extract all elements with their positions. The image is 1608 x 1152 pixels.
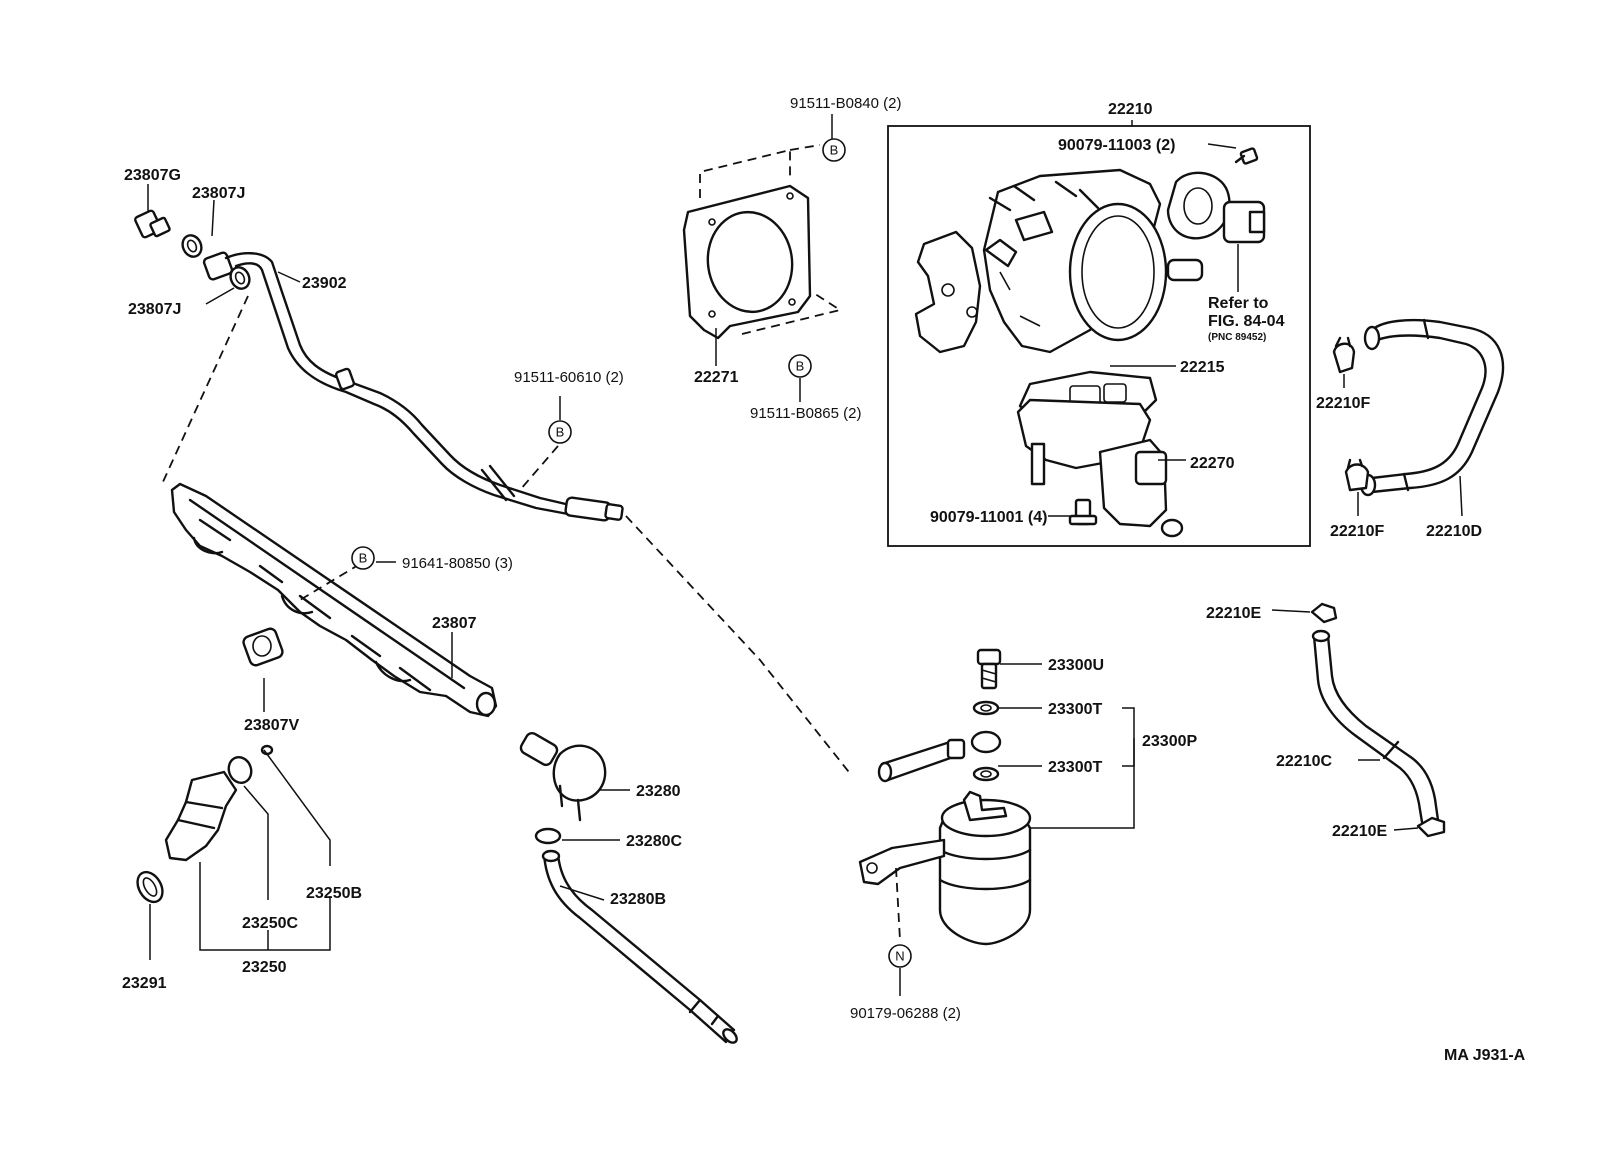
part-22210e-clip-bottom xyxy=(1416,816,1446,838)
label-23300t-bottom: 23300T xyxy=(1048,759,1102,776)
label-22210f-bottom: 22210F xyxy=(1330,523,1384,540)
label-90079-11003: 90079-11003 (2) xyxy=(1058,137,1175,154)
label-90179-06288: 90179-06288 (2) xyxy=(850,1005,961,1022)
part-23250b-o-ring xyxy=(260,744,274,756)
dash-bolt-b-delivery xyxy=(299,563,361,601)
svg-text:N: N xyxy=(895,949,904,964)
label-23807g: 23807G xyxy=(124,167,181,184)
part-23807v-pulsation-damper xyxy=(242,627,284,667)
label-23291: 23291 xyxy=(122,975,167,992)
bolt-symbol-b-91641-80850: B xyxy=(351,546,375,570)
bolt-symbol-n-90179-06288: N xyxy=(888,944,912,968)
label-23250: 23250 xyxy=(242,959,287,976)
bolt-symbol-b-91511-60610: B xyxy=(548,420,572,444)
dash-pipe-to-delivery xyxy=(161,295,249,485)
part-23300p-fuel-filter xyxy=(858,790,1032,946)
part-23250-fuel-injector xyxy=(164,770,238,862)
part-90079-11003-screw xyxy=(1234,147,1259,165)
svg-text:B: B xyxy=(359,551,368,566)
label-23902: 23902 xyxy=(302,275,347,292)
leader-lines xyxy=(147,114,1463,996)
part-23807j-gasket-left xyxy=(229,266,251,290)
part-22271-throttle-body-gasket xyxy=(682,184,812,340)
part-23807-delivery-pipe xyxy=(170,482,498,718)
part-throttle-position-sensor xyxy=(1166,171,1266,244)
label-22210c: 22210C xyxy=(1276,753,1332,770)
part-22210f-clip-top xyxy=(1332,336,1356,374)
part-fuel-inlet-union xyxy=(877,730,1002,783)
part-23902-fuel-pipe xyxy=(202,251,624,522)
label-23250c: 23250C xyxy=(242,915,298,932)
part-23807g-union-bolt xyxy=(134,209,171,239)
bolt-symbol-b-91511-b0840: B xyxy=(822,138,846,162)
part-22270-idle-speed-control-valve xyxy=(1016,398,1184,538)
refer-line-1: Refer to xyxy=(1208,295,1269,312)
label-23300t-top: 23300T xyxy=(1048,701,1102,718)
label-22210e-top: 22210E xyxy=(1206,605,1261,622)
part-90079-11001-screw xyxy=(1068,498,1098,526)
part-23280c-clip xyxy=(534,827,562,845)
dash-bolt-b-pipe xyxy=(519,445,559,491)
dash-bolt-n-filter xyxy=(895,867,901,941)
label-23280b: 23280B xyxy=(610,891,666,908)
throttle-body-group-box xyxy=(887,125,1311,547)
label-91511-b0840: 91511-B0840 (2) xyxy=(790,95,901,112)
part-22210f-clip-bottom xyxy=(1344,458,1370,492)
label-22271: 22271 xyxy=(694,369,739,386)
label-22215: 22215 xyxy=(1180,359,1225,376)
label-91641-80850: 91641-80850 (3) xyxy=(402,555,513,572)
part-23300u-union-bolt xyxy=(976,648,1002,690)
label-23807j-left: 23807J xyxy=(128,301,181,318)
diagram-code: MA J931-A xyxy=(1444,1047,1526,1064)
refer-line-2: FIG. 84-04 xyxy=(1208,313,1285,330)
label-23280: 23280 xyxy=(636,783,681,800)
part-22210-throttle-body xyxy=(914,168,1204,354)
svg-text:B: B xyxy=(830,143,839,158)
label-90079-11001: 90079-11001 (4) xyxy=(930,509,1047,526)
label-23300u: 23300U xyxy=(1048,657,1104,674)
part-23250c-grommet xyxy=(227,756,253,784)
label-22210f-top: 22210F xyxy=(1316,395,1370,412)
label-23807: 23807 xyxy=(432,615,477,632)
label-23250b: 23250B xyxy=(306,885,362,902)
label-22210-group: 22210 xyxy=(1108,101,1153,118)
part-23280-pressure-regulator xyxy=(519,731,607,822)
part-22210d-hose xyxy=(1359,318,1505,497)
label-22210e-bottom: 22210E xyxy=(1332,823,1387,840)
label-91511-60610: 91511-60610 (2) xyxy=(514,369,624,386)
label-23807j-top: 23807J xyxy=(192,185,245,202)
svg-text:B: B xyxy=(556,425,565,440)
refer-line-3: (PNC 89452) xyxy=(1208,332,1266,343)
gasket-dashed-outline xyxy=(699,144,843,335)
label-22270: 22270 xyxy=(1190,455,1235,472)
part-22210e-clip-top xyxy=(1310,602,1338,624)
part-23300t-gasket-bottom xyxy=(972,766,1000,782)
part-23291-o-ring xyxy=(136,870,164,904)
label-23280c: 23280C xyxy=(626,833,682,850)
part-23280b-hose xyxy=(541,849,738,1044)
label-23300p: 23300P xyxy=(1142,733,1197,750)
part-23300t-gasket-top xyxy=(972,700,1000,716)
label-22210d: 22210D xyxy=(1426,523,1482,540)
label-23807v: 23807V xyxy=(244,717,299,734)
part-22210c-hose xyxy=(1311,629,1440,824)
part-23807j-gasket-top xyxy=(181,234,203,258)
dash-pipe-to-filter xyxy=(625,515,853,777)
svg-text:B: B xyxy=(796,359,805,374)
label-91511-b0865: 91511-B0865 (2) xyxy=(750,405,861,422)
bolt-symbol-b-91511-b0865: B xyxy=(788,354,812,378)
